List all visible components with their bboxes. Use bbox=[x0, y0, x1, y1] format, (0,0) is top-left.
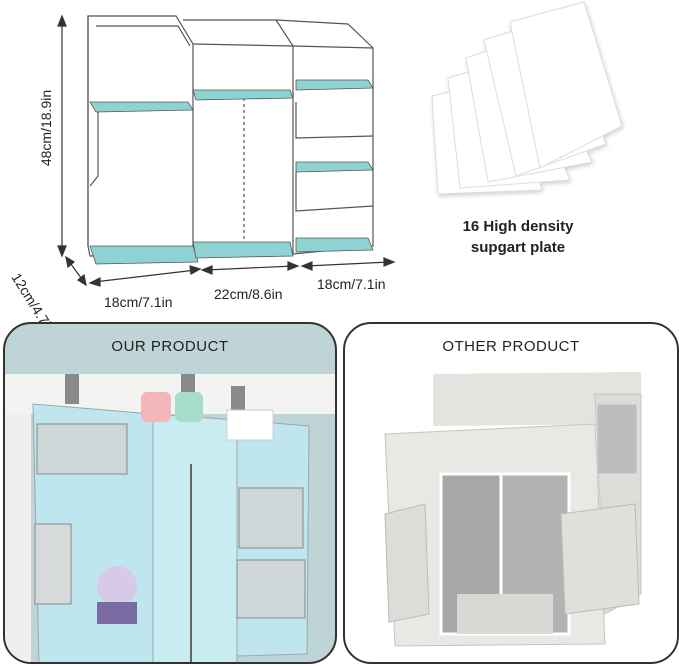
our-product-title: OUR PRODUCT bbox=[111, 338, 229, 355]
other-product-title: OTHER PRODUCT bbox=[442, 338, 580, 355]
our-product-panel: OUR PRODUCT bbox=[3, 322, 337, 664]
plates-illustration bbox=[420, 0, 630, 200]
plates-caption-line2: supgart plate bbox=[470, 239, 566, 256]
other-product-panel: OTHER PRODUCT bbox=[343, 322, 679, 664]
dimension-diagram bbox=[28, 6, 418, 318]
width-label-middle: 22cm/8.6in bbox=[214, 286, 283, 302]
plates-caption: 16 High density supgart plate bbox=[438, 216, 598, 258]
plates-caption-line1: 16 High density bbox=[462, 218, 574, 235]
width-label-left: 18cm/7.1in bbox=[104, 294, 173, 310]
height-label: 48cm/18.9in bbox=[38, 89, 54, 167]
other-product-photo bbox=[384, 372, 642, 647]
our-product-photo bbox=[5, 374, 335, 662]
width-label-right: 18cm/7.1in bbox=[317, 276, 386, 292]
organizer-line-drawing bbox=[57, 14, 396, 287]
